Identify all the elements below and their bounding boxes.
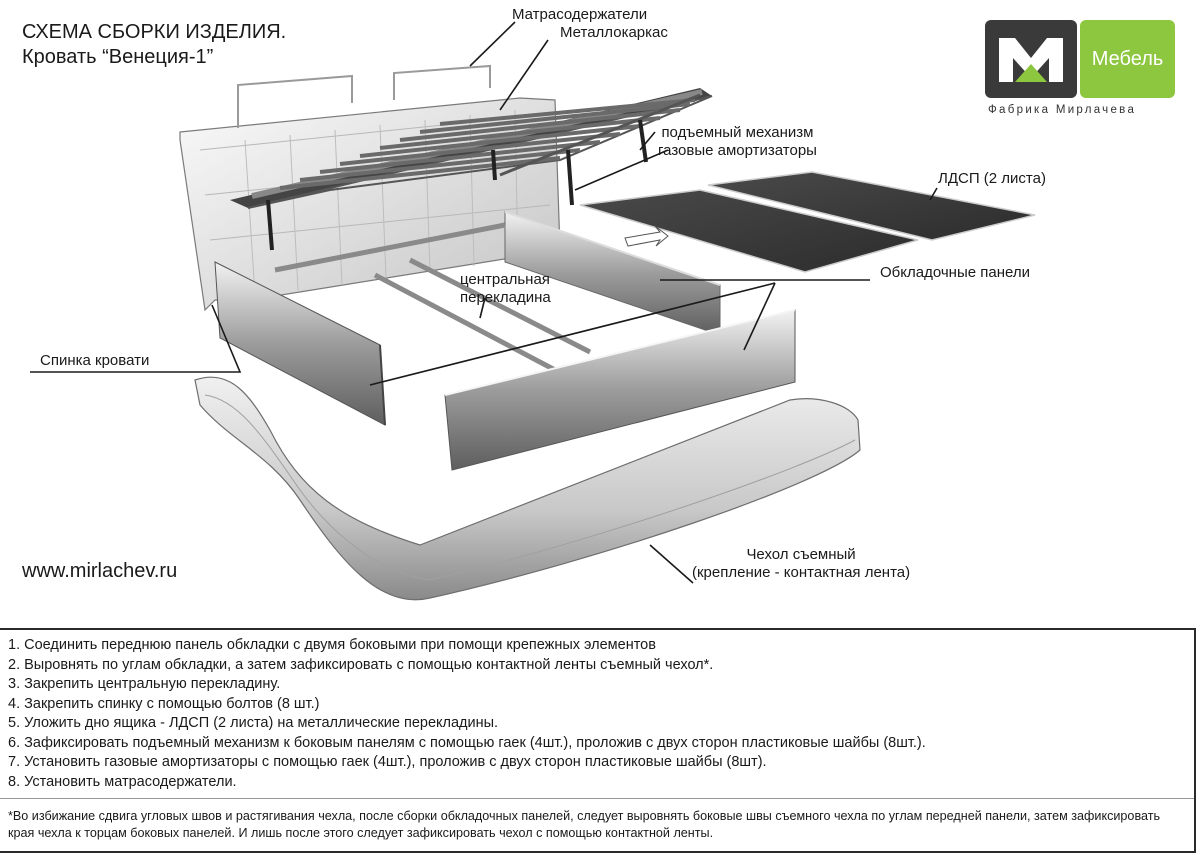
label-crossbar: центральная перекладина — [460, 271, 551, 307]
label-crossbar-line2: перекладина — [460, 289, 551, 306]
chipboard-sheets — [579, 171, 1036, 273]
logo-mm-mark — [985, 20, 1077, 98]
removable-cover — [194, 376, 861, 601]
brand-logo: Мебель Фабрика Мирлачева — [985, 20, 1175, 120]
step-item: 7. Установить газовые амортизаторы с пом… — [8, 754, 767, 770]
brand-name: Мебель — [1091, 47, 1164, 70]
label-mattress-holders: Матрасодержатели — [512, 6, 648, 23]
step-item: 8. Установить матрасодержатели. — [8, 773, 237, 790]
label-crossbar-line1: центральная — [460, 271, 550, 288]
label-lift-line2: газовые амортизаторы — [658, 142, 817, 159]
factory-name: Фабрика Мирлачева — [988, 104, 1137, 116]
label-metal-frame: Металлокаркас — [560, 24, 668, 41]
side-panel-left — [214, 261, 386, 426]
step-item: 3. Закрепить центральную перекладину. — [8, 676, 281, 692]
front-panel — [444, 309, 796, 471]
bed-assembly-drawing — [30, 21, 1036, 601]
logo-word-box: Мебель — [1080, 20, 1175, 98]
steps-list: 1. Соединить переднюю панель обкладки с … — [8, 636, 926, 792]
label-panels: Обкладочные панели — [880, 264, 1030, 281]
diagram-title: СХЕМА СБОРКИ ИЗДЕЛИЯ. — [22, 21, 287, 43]
step-item: 5. Уложить дно ящика - ЛДСП (2 листа) на… — [8, 715, 499, 731]
product-name: Кровать “Венеция-1” — [22, 46, 214, 68]
label-lift-line1: подъемный механизм — [661, 124, 814, 141]
note-divider — [0, 798, 1194, 799]
step-item: 4. Закрепить спинку с помощью болтов (8 … — [8, 695, 320, 712]
label-cover-line2: (крепление - контактная лента) — [692, 564, 911, 581]
label-headboard: Спинка кровати — [40, 352, 150, 369]
metal-frame — [230, 88, 713, 209]
label-cover-line1: Чехол съемный — [746, 546, 856, 563]
label-cover: Чехол съемный (крепление - контактная ле… — [692, 546, 910, 582]
label-lift-mechanism: подъемный механизм газовые амортизаторы — [658, 124, 817, 160]
footnote: *Во избижание сдвига угловых швов и раст… — [8, 809, 1161, 840]
step-item: 2. Выровнять по углам обкладки, а затем … — [8, 656, 714, 673]
leader-lines — [30, 21, 938, 584]
step-item: 6. Зафиксировать подъемный механизм к бо… — [8, 734, 926, 751]
website-link[interactable]: www.mirlachev.ru — [22, 560, 178, 582]
step-item: 1. Соединить переднюю панель обкладки с … — [8, 637, 656, 653]
mattress-holders — [237, 64, 491, 128]
instructions-box: 1. Соединить переднюю панель обкладки с … — [0, 628, 1196, 853]
label-chipboard: ЛДСП (2 листа) — [938, 170, 1046, 187]
gas-struts — [266, 119, 648, 251]
